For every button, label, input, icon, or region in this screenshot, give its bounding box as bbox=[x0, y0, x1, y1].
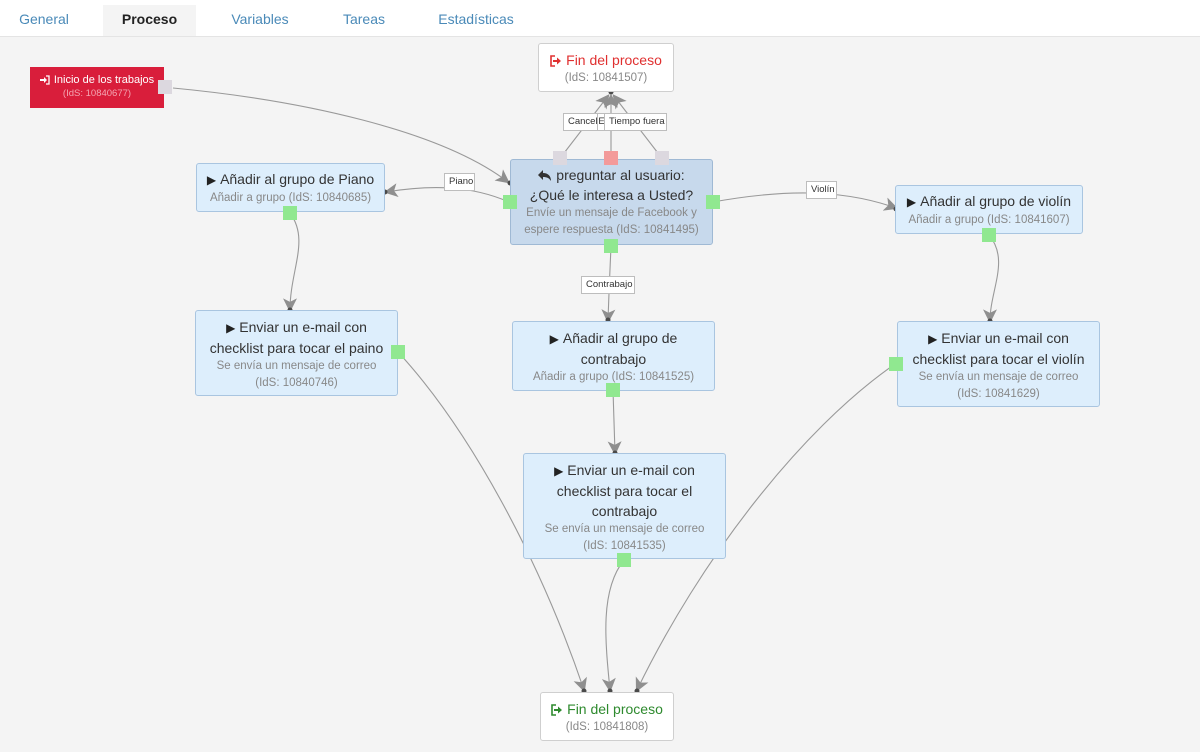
violin-group-subtitle: Añadir a grupo (IdS: 10841607) bbox=[908, 214, 1070, 226]
violin-group-node[interactable]: ▶Añadir al grupo de violín Añadir a grup… bbox=[895, 185, 1083, 234]
contrabajo-email-node[interactable]: ▶Enviar un e-mail con checklist para toc… bbox=[523, 453, 726, 559]
link-start-ask[interactable] bbox=[172, 87, 510, 184]
edge-label-violin: Violín bbox=[806, 181, 837, 199]
ask-contrabajo-port[interactable] bbox=[604, 239, 618, 253]
tab-estadisticas[interactable]: Estadísticas bbox=[438, 11, 514, 27]
edge-label-timeout: Tiempo fuera bbox=[604, 113, 667, 131]
tab-variables[interactable]: Variables bbox=[231, 11, 289, 27]
link-piano-group-email[interactable] bbox=[283, 212, 300, 313]
end-bottom-title: Fin del proceso bbox=[567, 701, 663, 717]
contrabajo-group-node[interactable]: ▶Añadir al grupo de contrabajo Añadir a … bbox=[512, 321, 715, 391]
piano-email-port[interactable] bbox=[391, 345, 405, 359]
violin-email-node[interactable]: ▶Enviar un e-mail con checklist para toc… bbox=[897, 321, 1100, 407]
violin-email-port[interactable] bbox=[889, 357, 903, 371]
play-icon: ▶ bbox=[554, 464, 564, 478]
play-icon: ▶ bbox=[226, 321, 236, 335]
violin-email-subtitle: Se envía un mensaje de correo (IdS: 1084… bbox=[918, 371, 1079, 400]
piano-group-port[interactable] bbox=[283, 206, 297, 220]
end-bottom-id: (IdS: 10841808) bbox=[565, 721, 649, 733]
piano-group-title: Añadir al grupo de Piano bbox=[220, 171, 375, 187]
sign-out-icon bbox=[551, 704, 563, 716]
piano-email-subtitle: Se envía un mensaje de correo (IdS: 1084… bbox=[216, 360, 377, 389]
sign-out-icon bbox=[550, 55, 562, 67]
link-violin-email-end[interactable] bbox=[635, 363, 896, 693]
piano-group-node[interactable]: ▶Añadir al grupo de Piano Añadir a grupo… bbox=[196, 163, 385, 212]
play-icon: ▶ bbox=[906, 195, 917, 209]
ask-title: preguntar al usuario: ¿Qué le interesa a… bbox=[529, 167, 694, 203]
tab-bar: General Proceso Variables Tareas Estadís… bbox=[0, 0, 1200, 37]
link-ask-violin[interactable] bbox=[712, 192, 899, 211]
piano-email-node[interactable]: ▶Enviar un e-mail con checklist para toc… bbox=[195, 310, 398, 396]
contrabajo-email-subtitle: Se envía un mensaje de correo (IdS: 1084… bbox=[544, 523, 705, 552]
violin-email-title: Enviar un e-mail con checklist para toca… bbox=[912, 330, 1085, 367]
ask-subtitle: Envíe un mensaje de Facebook y espere re… bbox=[524, 207, 699, 236]
play-icon: ▶ bbox=[549, 332, 559, 346]
contrabajo-group-subtitle: Añadir a grupo (IdS: 10841525) bbox=[532, 371, 695, 383]
contrabajo-group-port[interactable] bbox=[606, 383, 620, 397]
end-top-id: (IdS: 10841507) bbox=[564, 72, 648, 84]
contrabajo-email-port[interactable] bbox=[617, 553, 631, 567]
start-title: Inicio de los trabajos bbox=[53, 74, 155, 86]
sign-in-icon bbox=[39, 75, 50, 85]
piano-group-subtitle: Añadir a grupo (IdS: 10840685) bbox=[209, 192, 372, 204]
link-contrabajo-group-email[interactable] bbox=[607, 389, 622, 456]
link-violin-group-email[interactable] bbox=[983, 234, 1000, 324]
contrabajo-group-title: Añadir al grupo de contrabajo bbox=[562, 330, 678, 367]
edge-label-piano: Piano bbox=[444, 173, 475, 191]
piano-email-title: Enviar un e-mail con checklist para toca… bbox=[209, 319, 384, 356]
violin-group-title: Añadir al grupo de violín bbox=[920, 193, 1072, 209]
reply-icon bbox=[538, 170, 552, 181]
ask-user-node[interactable]: preguntar al usuario: ¿Qué le interesa a… bbox=[510, 159, 713, 245]
violin-group-port[interactable] bbox=[982, 228, 996, 242]
link-contrabajo-email-end[interactable] bbox=[601, 559, 625, 693]
end-node-bottom[interactable]: Fin del proceso (IdS: 10841808) bbox=[540, 692, 674, 741]
tab-tareas[interactable]: Tareas bbox=[342, 11, 386, 27]
edge-label-contrabajo: Contrabajo bbox=[581, 276, 635, 294]
contrabajo-email-title: Enviar un e-mail con checklist para toca… bbox=[556, 462, 695, 519]
link-piano-email-end[interactable] bbox=[397, 351, 587, 693]
edge-label-cancel: Cancel bbox=[563, 113, 599, 131]
end-top-title: Fin del proceso bbox=[566, 52, 662, 68]
end-node-top[interactable]: Fin del proceso (IdS: 10841507) bbox=[538, 43, 674, 92]
start-id: (IdS: 10840677) bbox=[62, 88, 132, 99]
play-icon: ▶ bbox=[206, 173, 217, 187]
ask-piano-port[interactable] bbox=[503, 195, 517, 209]
tab-proceso[interactable]: Proceso bbox=[103, 5, 196, 36]
play-icon: ▶ bbox=[928, 332, 938, 346]
ask-cancel-port[interactable] bbox=[553, 151, 567, 165]
ask-error-port[interactable] bbox=[604, 151, 618, 165]
tab-general[interactable]: General bbox=[19, 11, 69, 27]
start-node[interactable]: Inicio de los trabajos (IdS: 10840677) bbox=[30, 67, 164, 108]
ask-violin-port[interactable] bbox=[706, 195, 720, 209]
ask-timeout-port[interactable] bbox=[655, 151, 669, 165]
start-output-port[interactable] bbox=[158, 80, 172, 94]
